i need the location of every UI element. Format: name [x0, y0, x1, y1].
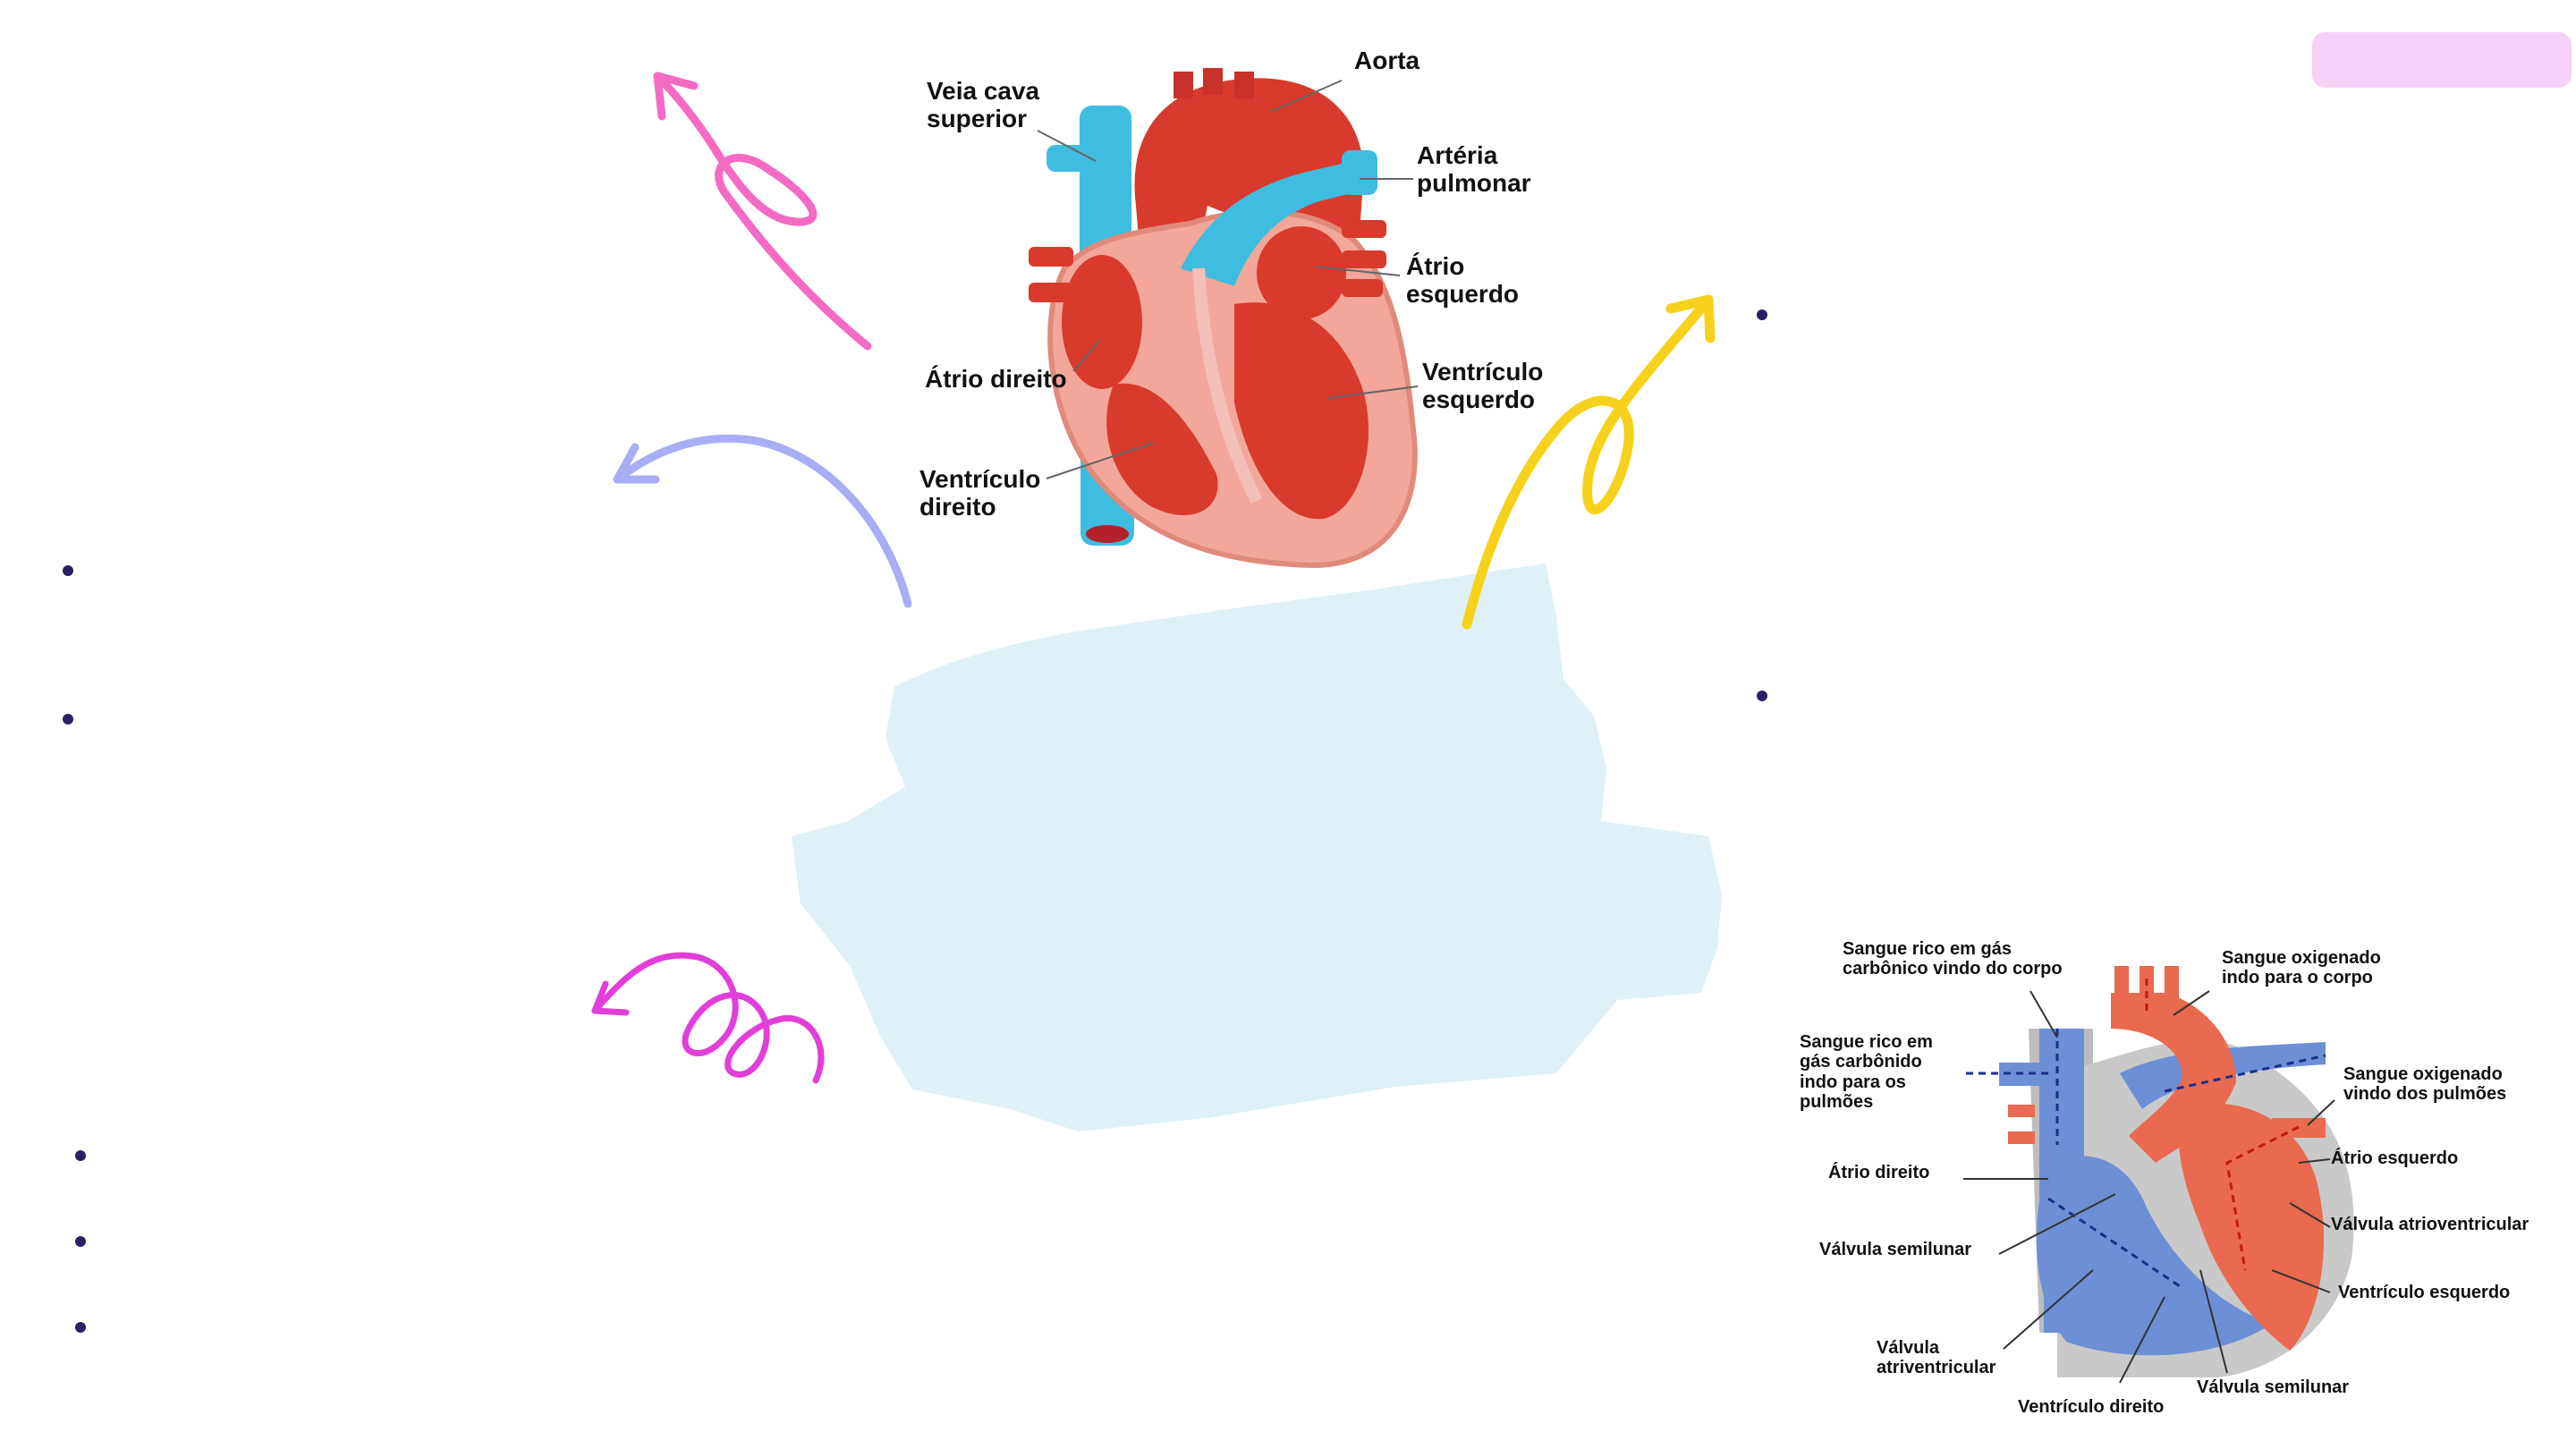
flow-label-valvula-atriventricular: Válvula atriventricular	[1877, 1338, 1996, 1378]
flow-vein-in-2	[2008, 1131, 2035, 1144]
flow-label-carbonido-pulmoes: Sangue rico em gás carbônido indo para o…	[1800, 1032, 1933, 1113]
bullet-left-3	[75, 1150, 86, 1161]
vena-cava-branch	[1046, 145, 1100, 172]
bullet-left-5	[75, 1322, 86, 1333]
label-aorta: Aorta	[1354, 47, 1420, 74]
label-atrio-esquerdo: Átrio esquerdo	[1406, 252, 1520, 309]
bullet-left-4	[75, 1236, 86, 1247]
magenta-arrowhead	[591, 980, 630, 1016]
left-atrium-chamber	[1257, 226, 1346, 319]
flow-leader-9	[2271, 1269, 2331, 1293]
left-vessel-1	[1029, 247, 1073, 267]
pulmonary-branch	[1342, 150, 1377, 195]
flow-leader-1	[2029, 990, 2058, 1038]
paint-blob	[792, 564, 1722, 1131]
flow-label-oxigenado-corpo: Sangue oxigenado indo para o corpo	[2222, 948, 2381, 988]
bullet-left-2	[63, 714, 73, 724]
leader-vent-esq	[1327, 386, 1419, 399]
right-atrium-chamber	[1062, 255, 1142, 389]
flow-leader-11	[2199, 1269, 2228, 1374]
pink-arrowhead	[653, 72, 699, 121]
flow-label-valvula-atrioventricular: Válvula atrioventricular	[2331, 1215, 2529, 1234]
magenta-arrow	[591, 952, 825, 1084]
pink-arrow	[653, 72, 872, 351]
decorative-tab	[2312, 32, 2572, 88]
pulmonary-artery-shape	[1181, 157, 1373, 286]
flow-leader-6	[1998, 1193, 2116, 1255]
right-vessel-2	[1342, 250, 1386, 268]
label-atrio-direito: Átrio direito	[925, 365, 1067, 393]
flow-label-atrio-esquerdo: Átrio esquerdo	[2331, 1148, 2459, 1168]
septum	[1192, 267, 1263, 504]
flow-arrow-blue-3	[2164, 1054, 2326, 1093]
aorta-branch-3	[1234, 72, 1254, 98]
yellow-arrow	[1462, 294, 1714, 630]
leader-atrio-esq	[1314, 266, 1401, 276]
flow-label-valvula-semilunar-bottom: Válvula semilunar	[2197, 1377, 2350, 1397]
flow-label-ventriculo-direito: Ventrículo direito	[2018, 1397, 2165, 1417]
flow-label-valvula-semilunar-left: Válvula semilunar	[1819, 1240, 1972, 1259]
left-ventricle-chamber	[1234, 302, 1368, 520]
leader-aorta	[1269, 80, 1343, 113]
label-veia-cava: Veia cava superior	[927, 77, 1040, 133]
bullet-right-1	[1757, 309, 1767, 320]
flow-leader-3	[2307, 1099, 2335, 1126]
flow-leader-7	[2289, 1202, 2331, 1228]
flow-leader-8	[2003, 1269, 2094, 1350]
flow-leader-2	[2173, 990, 2210, 1016]
flow-arrow-blue-2	[2047, 1197, 2183, 1290]
flow-leader-10	[2119, 1296, 2165, 1384]
flow-leader-5	[2298, 1158, 2331, 1164]
label-ventriculo-direito: Ventrículo direito	[919, 465, 1041, 521]
flow-label-ventriculo-esquerdo: Ventrículo esquerdo	[2338, 1283, 2511, 1302]
aorta-branch-1	[1174, 72, 1193, 98]
right-vessel-3	[1342, 279, 1383, 297]
flow-arrow-red-2	[2225, 1125, 2300, 1271]
flow-label-carbonico-corpo: Sangue rico em gás carbônico vindo do co…	[1843, 939, 2063, 979]
leader-atrio-dir	[1072, 339, 1101, 372]
right-ventricle-chamber	[1106, 383, 1218, 516]
lavender-arrow	[613, 434, 912, 608]
bullet-left-1	[63, 565, 73, 576]
flow-vein-in-1	[2008, 1105, 2035, 1117]
right-vessel-1	[1342, 220, 1386, 238]
flow-aorta-branch-3	[2165, 966, 2179, 1002]
label-arteria-pulmonar: Artéria pulmonar	[1417, 141, 1531, 198]
flow-right-chambers	[2036, 1156, 2272, 1356]
flow-label-oxigenado-pulmoes: Sangue oxigenado vindo dos pulmões	[2343, 1064, 2507, 1105]
bullet-right-2	[1757, 691, 1767, 701]
left-vessel-2	[1029, 283, 1073, 302]
label-ventriculo-esquerdo: Ventrículo esquerdo	[1422, 358, 1544, 414]
flow-label-atrio-direito: Átrio direito	[1828, 1163, 1930, 1182]
flow-left-chambers	[2179, 1103, 2325, 1351]
inferior-vein-opening	[1086, 525, 1129, 543]
aorta-branch-2	[1203, 68, 1223, 95]
flow-aorta-branch-1	[2114, 966, 2129, 1002]
leader-vent-dir	[1046, 442, 1155, 479]
lavender-arrowhead	[613, 443, 660, 484]
leader-veia	[1037, 130, 1097, 162]
yellow-arrowhead	[1665, 294, 1716, 343]
